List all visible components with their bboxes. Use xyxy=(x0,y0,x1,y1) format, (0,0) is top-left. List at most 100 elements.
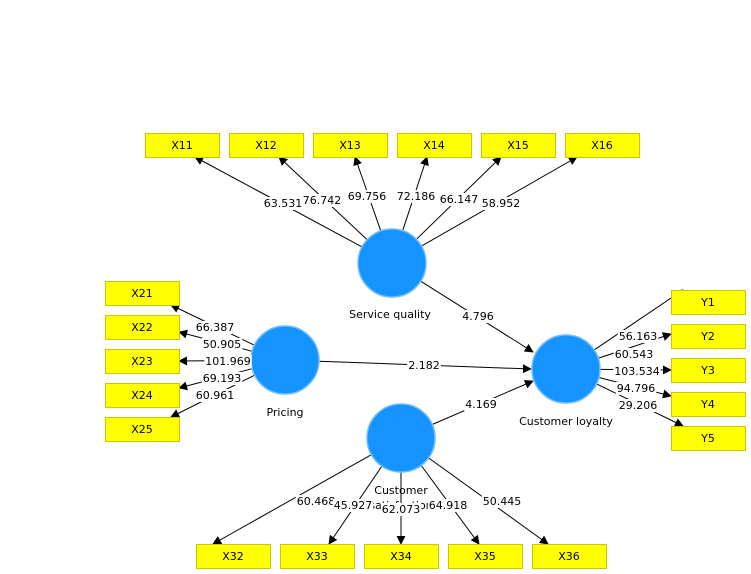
indicator-box[interactable] xyxy=(105,349,180,374)
loading-value-x12-text: 76.742 xyxy=(303,194,342,207)
indicator-label: X12 xyxy=(255,139,277,152)
construct-customer-satisfaction[interactable]: Customersatisfaction xyxy=(366,403,436,512)
indicator-x14[interactable]: X14 xyxy=(397,133,472,158)
indicator-box[interactable] xyxy=(196,544,271,569)
indicator-box[interactable] xyxy=(145,133,220,158)
indicator-x35[interactable]: X35 xyxy=(448,544,523,569)
loading-edge-y2[interactable] xyxy=(598,332,672,359)
indicator-box[interactable] xyxy=(532,544,607,569)
indicator-x16[interactable]: X16 xyxy=(565,133,640,158)
indicator-y2[interactable]: Y2 xyxy=(671,324,746,349)
indicator-label: X34 xyxy=(390,550,412,563)
construct-circle[interactable] xyxy=(366,403,436,473)
indicator-x24[interactable]: X24 xyxy=(105,383,180,408)
indicator-label: X13 xyxy=(339,139,361,152)
indicator-y5[interactable]: Y5 xyxy=(671,426,746,451)
construct-service-quality[interactable]: Service quality xyxy=(349,228,431,321)
loading-value-x16-text: 58.952 xyxy=(482,197,521,210)
indicator-box[interactable] xyxy=(671,358,746,383)
construct-circle[interactable] xyxy=(531,334,601,404)
indicator-label: X24 xyxy=(131,389,153,402)
indicator-box[interactable] xyxy=(671,392,746,417)
loading-value-y1-text: 56.163 xyxy=(619,330,658,343)
path-value-cs-to-cl-text: 4.169 xyxy=(465,398,497,411)
path-value-pr-to-cl-bg xyxy=(407,359,441,372)
indicator-x32[interactable]: X32 xyxy=(196,544,271,569)
indicator-label: X33 xyxy=(306,550,328,563)
loading-value-x15: 66.147 xyxy=(438,193,480,206)
construct-pricing[interactable]: Pricing xyxy=(250,325,320,419)
indicator-box[interactable] xyxy=(105,417,180,442)
loading-value-x11-text: 63.531 xyxy=(264,197,303,210)
construct-circle[interactable] xyxy=(250,325,320,395)
loading-value-x16: 58.952 xyxy=(480,197,522,210)
indicator-y4[interactable]: Y4 xyxy=(671,392,746,417)
path-value-cs-to-cl-bg xyxy=(464,398,498,411)
indicator-label: X25 xyxy=(131,423,153,436)
indicator-box[interactable] xyxy=(280,544,355,569)
loading-edge-x32[interactable] xyxy=(212,454,372,545)
loading-value-x25-bg xyxy=(194,389,236,402)
loading-value-y1: 56.163 xyxy=(617,330,659,343)
loading-value-x25: 60.961 xyxy=(194,389,236,402)
loading-value-y3-bg xyxy=(613,365,661,378)
indicator-label: Y3 xyxy=(700,364,715,377)
loading-value-x12: 76.742 xyxy=(301,194,343,207)
construct-circle[interactable] xyxy=(357,228,427,298)
loading-value-x13: 69.756 xyxy=(346,190,388,203)
loading-value-x23-bg xyxy=(204,355,252,368)
indicator-x21[interactable]: X21 xyxy=(105,281,180,306)
indicator-box[interactable] xyxy=(105,315,180,340)
indicator-x15[interactable]: X15 xyxy=(481,133,556,158)
loading-value-y3-text: 103.534 xyxy=(614,365,660,378)
indicator-x13[interactable]: X13 xyxy=(313,133,388,158)
loading-value-x33-bg xyxy=(332,499,374,512)
loading-value-x13-bg xyxy=(346,190,388,203)
indicator-label: Y4 xyxy=(700,398,715,411)
path-value-sq-to-cl-text: 4.796 xyxy=(462,310,494,323)
indicator-box[interactable] xyxy=(671,290,746,315)
construct-customer-loyalty[interactable]: Customer loyalty xyxy=(519,334,613,428)
indicator-box[interactable] xyxy=(481,133,556,158)
indicator-y3[interactable]: Y3 xyxy=(671,358,746,383)
loading-value-x15-text: 66.147 xyxy=(440,193,479,206)
indicator-box[interactable] xyxy=(313,133,388,158)
indicator-box[interactable] xyxy=(229,133,304,158)
loading-value-x16-bg xyxy=(480,197,522,210)
indicator-box[interactable] xyxy=(671,324,746,349)
indicator-box[interactable] xyxy=(105,383,180,408)
indicator-box[interactable] xyxy=(397,133,472,158)
loading-edge-y1[interactable] xyxy=(593,289,684,351)
indicator-box[interactable] xyxy=(448,544,523,569)
indicator-x36[interactable]: X36 xyxy=(532,544,607,569)
indicator-label: X36 xyxy=(558,550,580,563)
loading-value-x14-text: 72.186 xyxy=(397,190,436,203)
loading-value-y5-text: 29.206 xyxy=(619,399,658,412)
loading-value-x22-bg xyxy=(201,338,243,351)
loading-value-y5-bg xyxy=(617,399,659,412)
indicator-x22[interactable]: X22 xyxy=(105,315,180,340)
indicator-x12[interactable]: X12 xyxy=(229,133,304,158)
indicator-box[interactable] xyxy=(671,426,746,451)
loading-value-x32-bg xyxy=(295,495,337,508)
loading-value-y5: 29.206 xyxy=(617,399,659,412)
loading-value-y4-bg xyxy=(615,382,657,395)
loading-value-x21: 66.387 xyxy=(194,321,236,334)
indicator-label: X22 xyxy=(131,321,153,334)
indicator-x23[interactable]: X23 xyxy=(105,349,180,374)
indicator-x11[interactable]: X11 xyxy=(145,133,220,158)
indicator-label: Y1 xyxy=(700,296,715,309)
loading-value-x14-bg xyxy=(395,190,437,203)
indicator-box[interactable] xyxy=(364,544,439,569)
loading-value-x23-text: 101.969 xyxy=(205,355,251,368)
loading-value-x35-text: 64.918 xyxy=(429,499,468,512)
indicator-x33[interactable]: X33 xyxy=(280,544,355,569)
indicator-box[interactable] xyxy=(105,281,180,306)
indicator-x34[interactable]: X34 xyxy=(364,544,439,569)
loading-value-x24-text: 69.193 xyxy=(203,372,242,385)
indicator-x25[interactable]: X25 xyxy=(105,417,180,442)
indicator-y1[interactable]: Y1 xyxy=(671,290,746,315)
indicator-box[interactable] xyxy=(565,133,640,158)
loading-value-x13-text: 69.756 xyxy=(348,190,387,203)
